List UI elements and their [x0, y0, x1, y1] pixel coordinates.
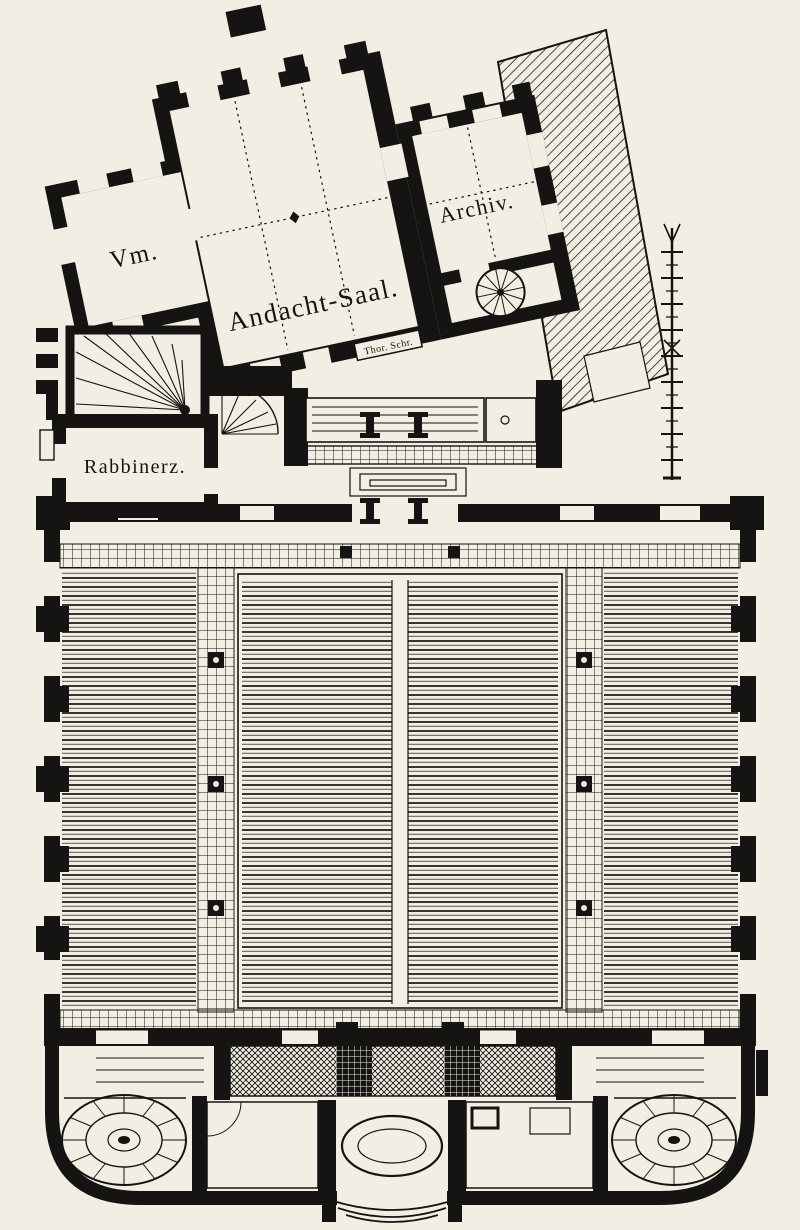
scale-bar-fork	[663, 223, 681, 243]
mosaic-dense-right	[444, 1046, 480, 1096]
west-corridor-steps	[96, 1057, 204, 1083]
hatch-notch	[583, 341, 651, 403]
wing-corner-pilaster	[225, 4, 267, 38]
pier-right	[408, 412, 428, 438]
label-rabbinerzimmer: Rabbinerz.	[84, 456, 186, 478]
thora-platform	[305, 397, 485, 443]
aisle-grid-north	[59, 543, 741, 569]
junction-area: Rabbinerz.	[39, 325, 562, 524]
hall-wall-south	[44, 1028, 756, 1046]
scale-bar-ticks-short	[666, 264, 678, 448]
pew-bank-east	[604, 570, 738, 1008]
entrance-level	[45, 1040, 755, 1223]
side-chamber-east	[485, 397, 537, 443]
south-wall-openings	[96, 1030, 704, 1044]
bima-steps	[349, 467, 467, 497]
room-rabbinerzimmer: Rabbinerz.	[39, 414, 218, 518]
staircase-northwest	[65, 325, 210, 425]
tower-wall-east	[593, 1096, 608, 1192]
mosaic-dense-left	[336, 1046, 372, 1096]
tower-wall-west	[192, 1096, 207, 1192]
entrance-oval-vestibule	[318, 1100, 466, 1192]
room-vorraum	[61, 172, 209, 327]
entrance-post-east	[448, 1194, 462, 1222]
corner-pilaster-ne	[730, 496, 764, 530]
thora-shrine-box	[353, 329, 424, 362]
pier-south-right	[408, 498, 428, 524]
staircase-southeast	[611, 1094, 737, 1186]
entrance-post-west	[322, 1194, 336, 1222]
scale-bar-cross	[663, 339, 681, 357]
west-porch-steps	[36, 328, 58, 420]
entrance-steps	[329, 1199, 455, 1223]
west-wall-windows	[44, 562, 60, 994]
staircase-small-fan	[221, 386, 279, 435]
east-corridor-steps	[596, 1057, 704, 1083]
aisle-grid-south	[59, 1009, 741, 1031]
hall-columns	[208, 546, 592, 916]
spiral-staircase	[475, 267, 526, 318]
main-hall	[36, 496, 764, 1046]
vestibule-wall-left	[214, 1042, 230, 1100]
junction-wall-west	[208, 366, 292, 396]
pier-left	[360, 412, 380, 438]
oblique-wing: Vm. Andacht-Saal. Archiv. Thor. Schr.	[44, 40, 581, 389]
vestibule-wall-right	[556, 1042, 572, 1100]
pew-bank-center-left	[242, 580, 392, 1004]
vault-dotted-lines	[200, 86, 535, 350]
pier-south-left	[360, 498, 380, 524]
vault-center-ornament	[289, 211, 300, 224]
wing-window-openings	[51, 57, 564, 382]
staircase-southwest	[61, 1094, 187, 1186]
pew-bank-center-right	[408, 580, 558, 1004]
mosaic-floor	[229, 1045, 557, 1097]
pew-block-outline	[237, 573, 563, 1009]
vestibule	[96, 1042, 768, 1100]
wing-pilasters	[156, 40, 533, 122]
east-exterior-annex	[756, 1050, 768, 1096]
scale-bar	[661, 223, 683, 480]
bima-grid-strip	[297, 445, 549, 465]
east-wall-windows	[740, 562, 756, 994]
scale-bar-ticks-long	[661, 251, 683, 461]
entrance-door-gap	[337, 1191, 447, 1205]
pew-bank-west	[62, 570, 196, 1008]
